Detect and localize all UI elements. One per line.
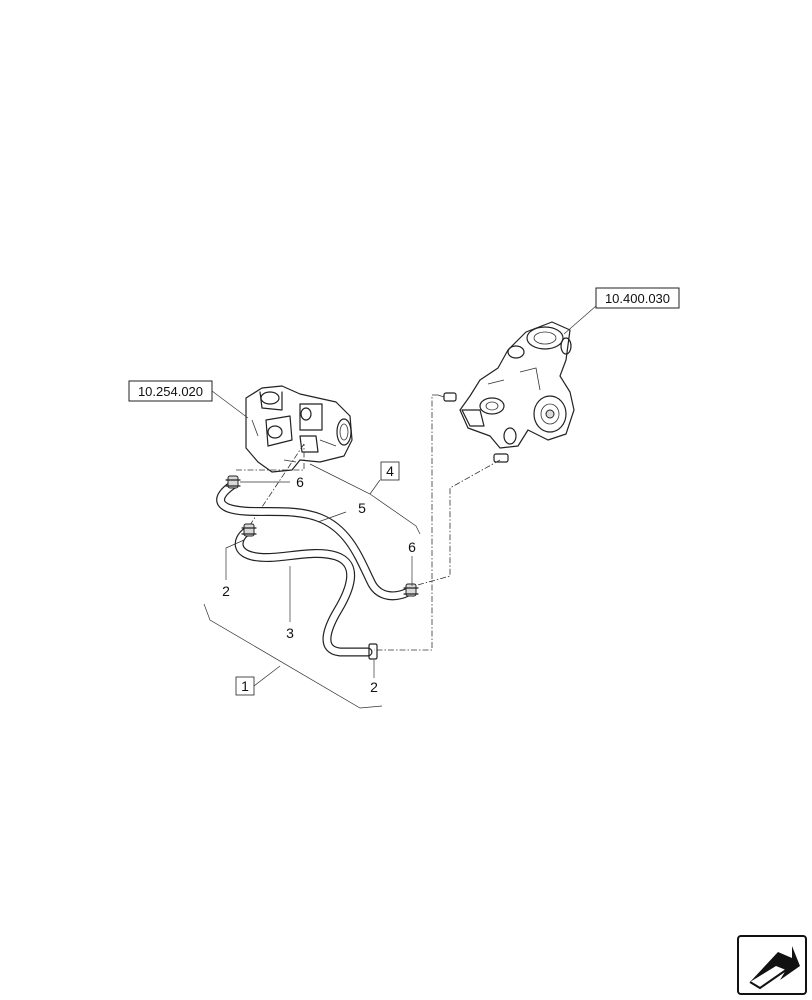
ref-box-valve[interactable]: 10.254.020 bbox=[128, 380, 213, 402]
clamp-left bbox=[241, 523, 257, 537]
alignment-lines bbox=[236, 394, 501, 651]
callout-hose-3: 3 bbox=[286, 625, 294, 641]
clamp-upper bbox=[225, 475, 241, 489]
clamps bbox=[225, 475, 419, 660]
clamp-right bbox=[403, 583, 419, 597]
valve-assembly-drawing bbox=[245, 385, 353, 473]
callout-hose-2-left: 2 bbox=[222, 583, 230, 599]
kit-box-1[interactable]: 1 bbox=[235, 676, 255, 696]
callout-hose-5: 5 bbox=[358, 500, 366, 516]
ref-valve-label: 10.254.020 bbox=[138, 384, 203, 399]
ref-box-pump[interactable]: 10.400.030 bbox=[595, 287, 680, 309]
callout-clamp-6-right: 6 bbox=[408, 539, 416, 555]
next-page-arrow-icon[interactable] bbox=[737, 935, 807, 995]
callout-hose-2-bottom: 2 bbox=[370, 679, 378, 695]
kit-4-label: 4 bbox=[386, 463, 394, 479]
hoses bbox=[216, 479, 413, 657]
ref-pump-label: 10.400.030 bbox=[605, 291, 670, 306]
kit-1-label: 1 bbox=[241, 678, 249, 694]
kit-box-4[interactable]: 4 bbox=[380, 461, 400, 481]
fitting-bottom bbox=[368, 643, 378, 660]
callout-clamp-6-upper: 6 bbox=[296, 474, 304, 490]
callout-leaders bbox=[225, 481, 413, 678]
water-pump-drawing bbox=[443, 321, 575, 463]
